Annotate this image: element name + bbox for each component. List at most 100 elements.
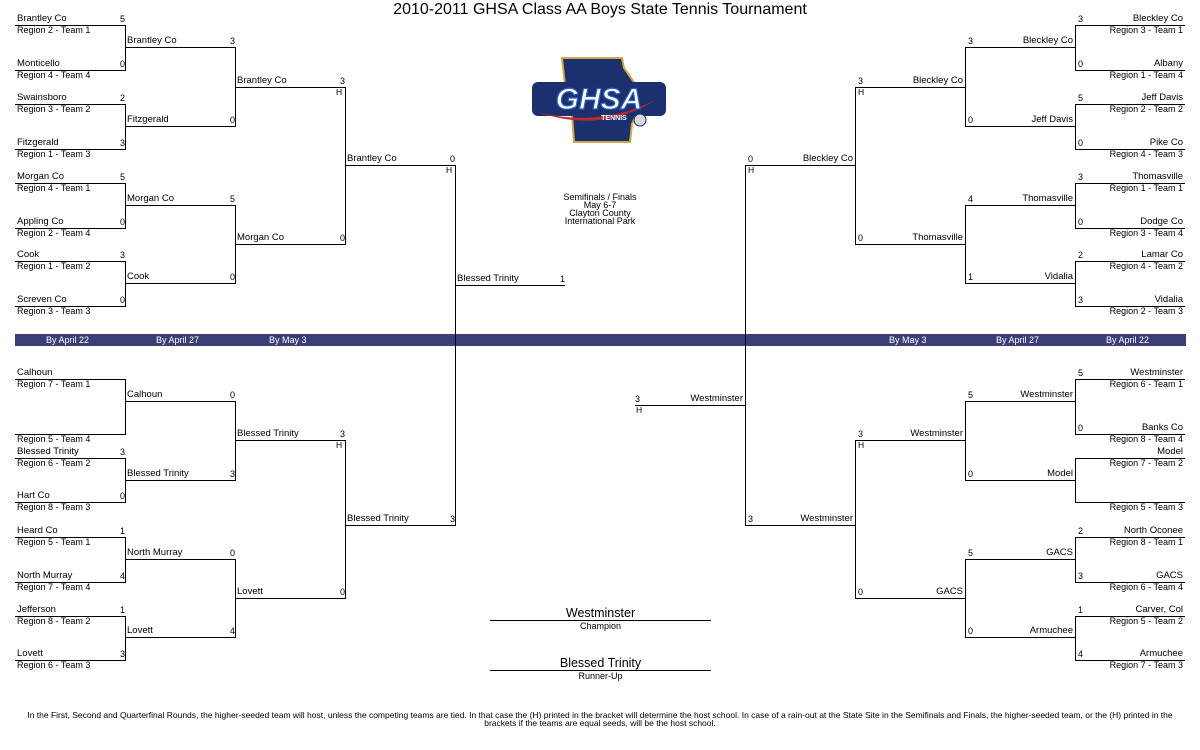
bracket-line — [15, 228, 125, 229]
tennis-ball-icon — [633, 113, 647, 127]
bracket-line — [1075, 458, 1076, 503]
team-score: 0 — [1078, 217, 1084, 227]
bracket-line — [15, 660, 125, 661]
bracket-line — [1075, 25, 1185, 26]
team-score: 1 — [119, 526, 125, 536]
team-name: Monticello — [17, 58, 60, 69]
bracket-line — [125, 480, 235, 481]
team-region: Region 6 - Team 2 — [17, 458, 91, 468]
bracket-line — [1075, 458, 1185, 459]
team-name: Albany — [1153, 58, 1183, 69]
team-name: Calhoun — [127, 389, 163, 400]
bracket-line — [965, 205, 966, 284]
team-score: 5 — [968, 390, 974, 400]
team-name: Hart Co — [17, 490, 50, 501]
team-name: Brantley Co — [127, 35, 177, 46]
runner-up-name: Blessed Trinity — [559, 656, 642, 670]
bracket-line — [965, 637, 1075, 638]
team-name: Morgan Co — [127, 193, 174, 204]
bracket-line — [965, 126, 1075, 127]
team-score: 3 — [968, 36, 974, 46]
team-name: Banks Co — [1141, 422, 1183, 433]
bracket-line — [1075, 70, 1185, 71]
bracket-line — [15, 458, 125, 459]
host-mark: H — [858, 87, 865, 97]
team-name: Lamar Co — [1141, 249, 1183, 260]
team-region: Region 4 - Team 1 — [17, 183, 91, 193]
bracket-line — [15, 261, 125, 262]
bracket-line — [15, 149, 125, 150]
bracket-line — [345, 525, 455, 526]
team-region: Region 7 - Team 4 — [17, 582, 91, 592]
host-mark: H — [336, 87, 343, 97]
team-region: Region 5 - Team 2 — [1109, 616, 1183, 626]
bracket-line — [965, 401, 1075, 402]
bracket-line — [455, 165, 456, 526]
bracket-line — [15, 70, 125, 71]
champion-label: Champion — [579, 621, 622, 631]
bracket-line — [1075, 379, 1076, 435]
team-score: 3 — [119, 447, 125, 457]
host-mark: H — [336, 440, 343, 450]
team-region: Region 6 - Team 4 — [1109, 582, 1183, 592]
host-mark: H — [636, 405, 643, 415]
team-name: GACS — [1156, 570, 1183, 581]
bracket-line — [125, 261, 126, 307]
team-name: Thomasville — [1022, 193, 1073, 204]
team-name: Westminster — [800, 513, 853, 524]
team-name: Fitzgerald — [17, 137, 59, 148]
team-name: Cook — [127, 271, 150, 282]
team-name: Blessed Trinity — [237, 428, 299, 439]
team-name: Carver, Col — [1135, 604, 1183, 615]
team-score: 3 — [339, 76, 345, 86]
bracket-line — [345, 165, 455, 166]
bracket-line — [1075, 582, 1185, 583]
team-score: 3 — [119, 649, 125, 659]
team-score: 3 — [1078, 14, 1084, 24]
team-name: Calhoun — [17, 367, 53, 378]
bracket-line — [125, 183, 126, 229]
bracket-line — [125, 205, 235, 206]
team-score: 0 — [968, 469, 974, 479]
bracket-line — [125, 637, 235, 638]
team-name: Armuchee — [1029, 625, 1073, 636]
bracket-line — [1075, 616, 1076, 661]
host-mark: H — [858, 440, 865, 450]
bracket-line — [855, 244, 965, 245]
team-score: 0 — [1078, 138, 1084, 148]
team-score: 5 — [968, 548, 974, 558]
bracket-line — [1075, 537, 1076, 583]
team-score: 0 — [858, 587, 864, 597]
bracket-line — [15, 537, 125, 538]
bracket-line — [855, 598, 965, 599]
team-region: Region 1 - Team 4 — [1109, 70, 1183, 80]
team-name: Thomasville — [912, 232, 963, 243]
champion-box: Westminster Champion — [490, 606, 711, 631]
team-score: 3 — [1078, 571, 1084, 581]
team-score: 0 — [1078, 59, 1084, 69]
team-score: 5 — [1078, 368, 1084, 378]
bracket-line — [15, 582, 125, 583]
team-score: 0 — [119, 59, 125, 69]
champion-name: Westminster — [565, 606, 636, 620]
team-name: Jefferson — [17, 604, 56, 615]
team-name: Armuchee — [1139, 648, 1183, 659]
team-score: 0 — [119, 295, 125, 305]
logo-wordmark: GHSA — [556, 83, 643, 116]
bracket-line — [965, 47, 1075, 48]
bracket-line — [345, 440, 346, 599]
red-swoosh — [538, 100, 656, 121]
bracket-line — [855, 87, 965, 88]
team-region: Region 7 - Team 3 — [1109, 660, 1183, 670]
ghsa-logo: GHSA TENNIS — [532, 57, 666, 143]
team-score: 3 — [339, 429, 345, 439]
bracket-line — [855, 440, 965, 441]
bracket-line — [345, 87, 346, 245]
bracket-line — [125, 104, 126, 150]
info-line: International Park — [564, 216, 636, 226]
team-score: 1 — [968, 272, 974, 282]
team-name: Fitzgerald — [127, 114, 169, 125]
team-region: Region 6 - Team 3 — [17, 660, 91, 670]
team-region: Region 3 - Team 1 — [1109, 25, 1183, 35]
team-name: North Oconee — [1123, 525, 1183, 536]
